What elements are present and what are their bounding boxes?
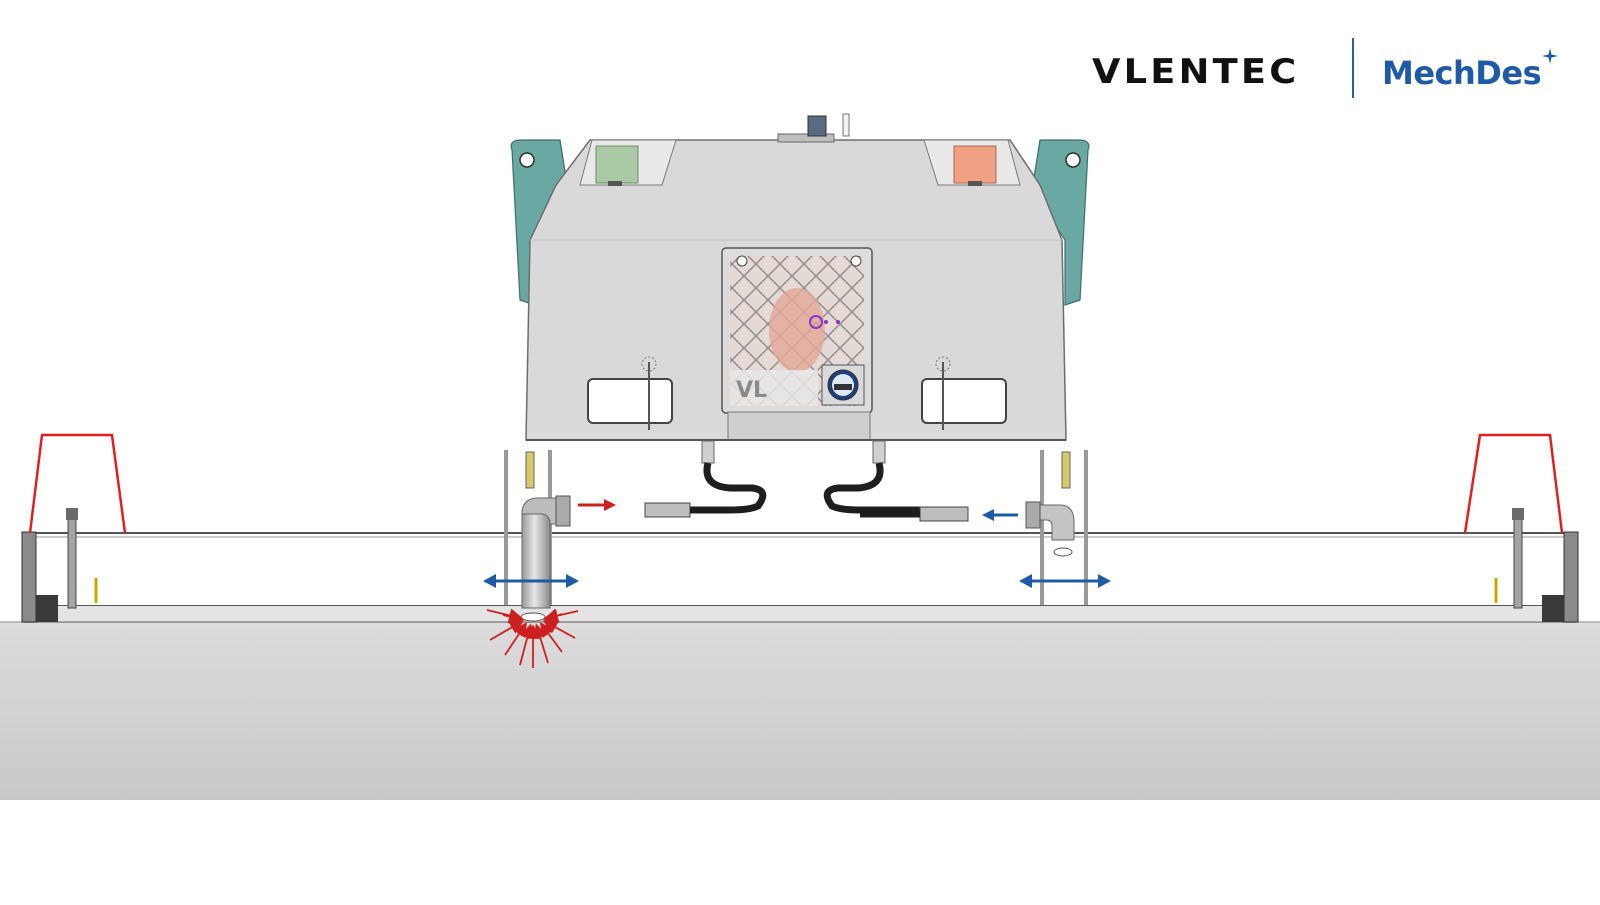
right-lift-bracket xyxy=(1463,433,1564,534)
rail-assembly xyxy=(25,532,1575,623)
left-suction-unit xyxy=(504,450,571,622)
logo-separator xyxy=(1352,38,1354,98)
hose-assembly xyxy=(644,440,969,522)
double-arrow-icon xyxy=(483,574,579,588)
left-end-stop xyxy=(21,433,127,623)
right-end-stop xyxy=(1463,433,1579,623)
right-suction-unit xyxy=(1025,450,1088,605)
vlentec-logo: VLENTEC xyxy=(1092,52,1300,92)
machine-body: VL xyxy=(510,113,1090,441)
machine-badge: VL xyxy=(736,378,767,403)
mechdes-star-icon xyxy=(1542,48,1558,64)
suction-pipe xyxy=(521,509,551,609)
left-window xyxy=(587,378,673,424)
lift-eye-icon xyxy=(1065,152,1081,168)
double-arrow-icon xyxy=(1019,574,1111,588)
right-window xyxy=(921,378,1007,424)
lift-eye-icon xyxy=(519,152,535,168)
mechdes-logo: MechDes xyxy=(1382,54,1542,92)
pump-motor xyxy=(769,288,825,372)
flow-arrow-icon xyxy=(578,499,616,511)
right-side-plate xyxy=(1031,139,1090,306)
flow-arrow-icon xyxy=(982,509,1018,521)
floor-slab xyxy=(0,622,1600,800)
suction-arrows-icon xyxy=(486,608,579,668)
left-lamp xyxy=(595,145,639,184)
right-lamp xyxy=(953,145,997,184)
left-lift-bracket xyxy=(28,433,127,534)
